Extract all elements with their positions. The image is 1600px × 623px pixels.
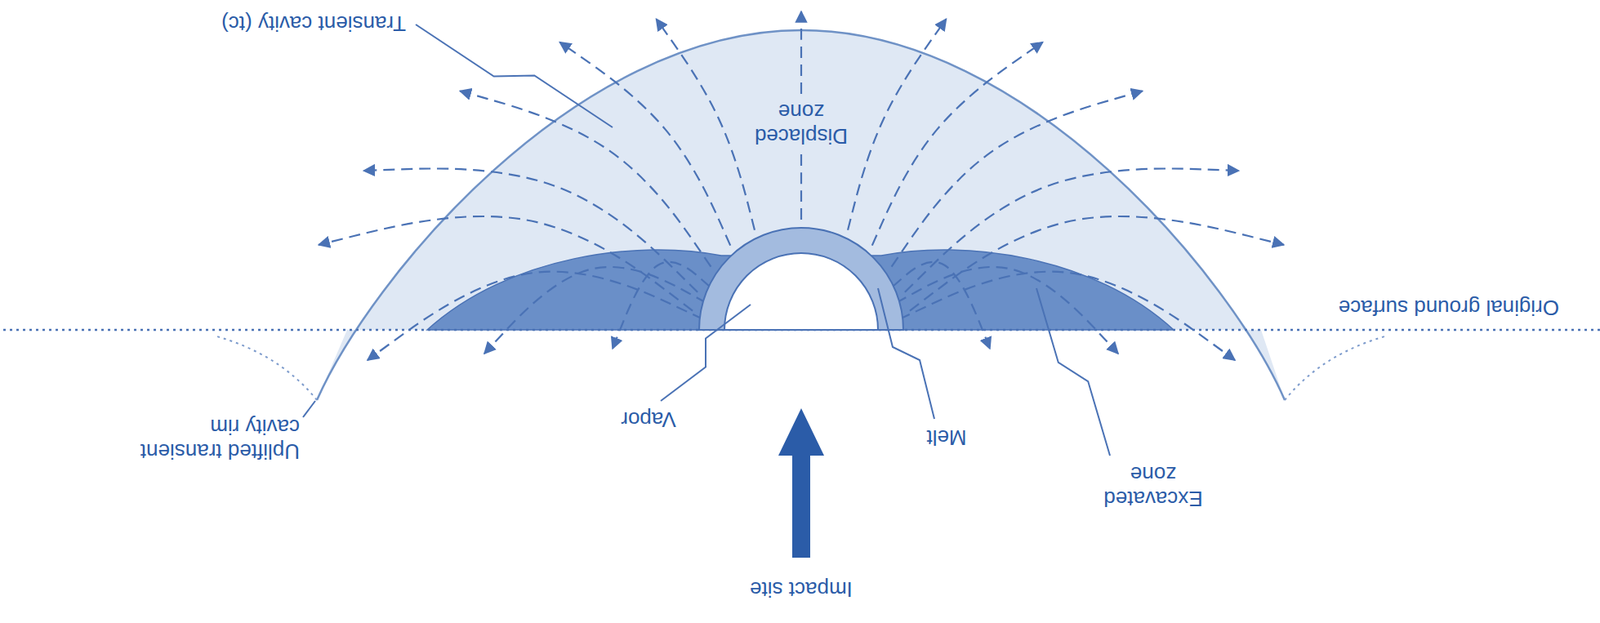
zone-label: Displaced zone [736,97,866,150]
cavity-label: Transient cavity (tc) [221,10,406,36]
leader-line [415,24,613,128]
vapor-core [724,253,878,330]
flow-lines [318,11,1284,361]
flow-arrow [892,262,990,349]
melt-ring [699,227,904,330]
flow-arrow [612,262,710,349]
flow-arrow [899,271,1235,361]
flow-arrow [909,216,1284,312]
leader-line [877,288,935,419]
impact-arrow [778,408,825,558]
leader-line [1036,288,1110,456]
rim-label: Uplifted transient cavity rim [87,414,300,464]
excavated-zone [427,249,1174,330]
leader-line [303,401,316,418]
rim-dotted [1284,335,1388,401]
ground-label: Original ground surface [1338,294,1560,320]
flow-arrow [895,267,1119,354]
flow-arrow [318,216,693,312]
vapor-label: Vapor [620,406,676,432]
leader-lines [303,24,1110,456]
flow-arrow [484,267,707,354]
rim-dotted [213,335,317,401]
leader-line [660,304,751,402]
flow-arrow [872,42,1043,246]
flow-arrow [459,90,711,267]
melt-label: Melt [926,424,967,450]
impact-label: Impact site [749,576,853,602]
flow-arrow [367,271,704,361]
zone-label: Excavated zone [1091,461,1215,511]
flow-arrow [559,42,731,246]
